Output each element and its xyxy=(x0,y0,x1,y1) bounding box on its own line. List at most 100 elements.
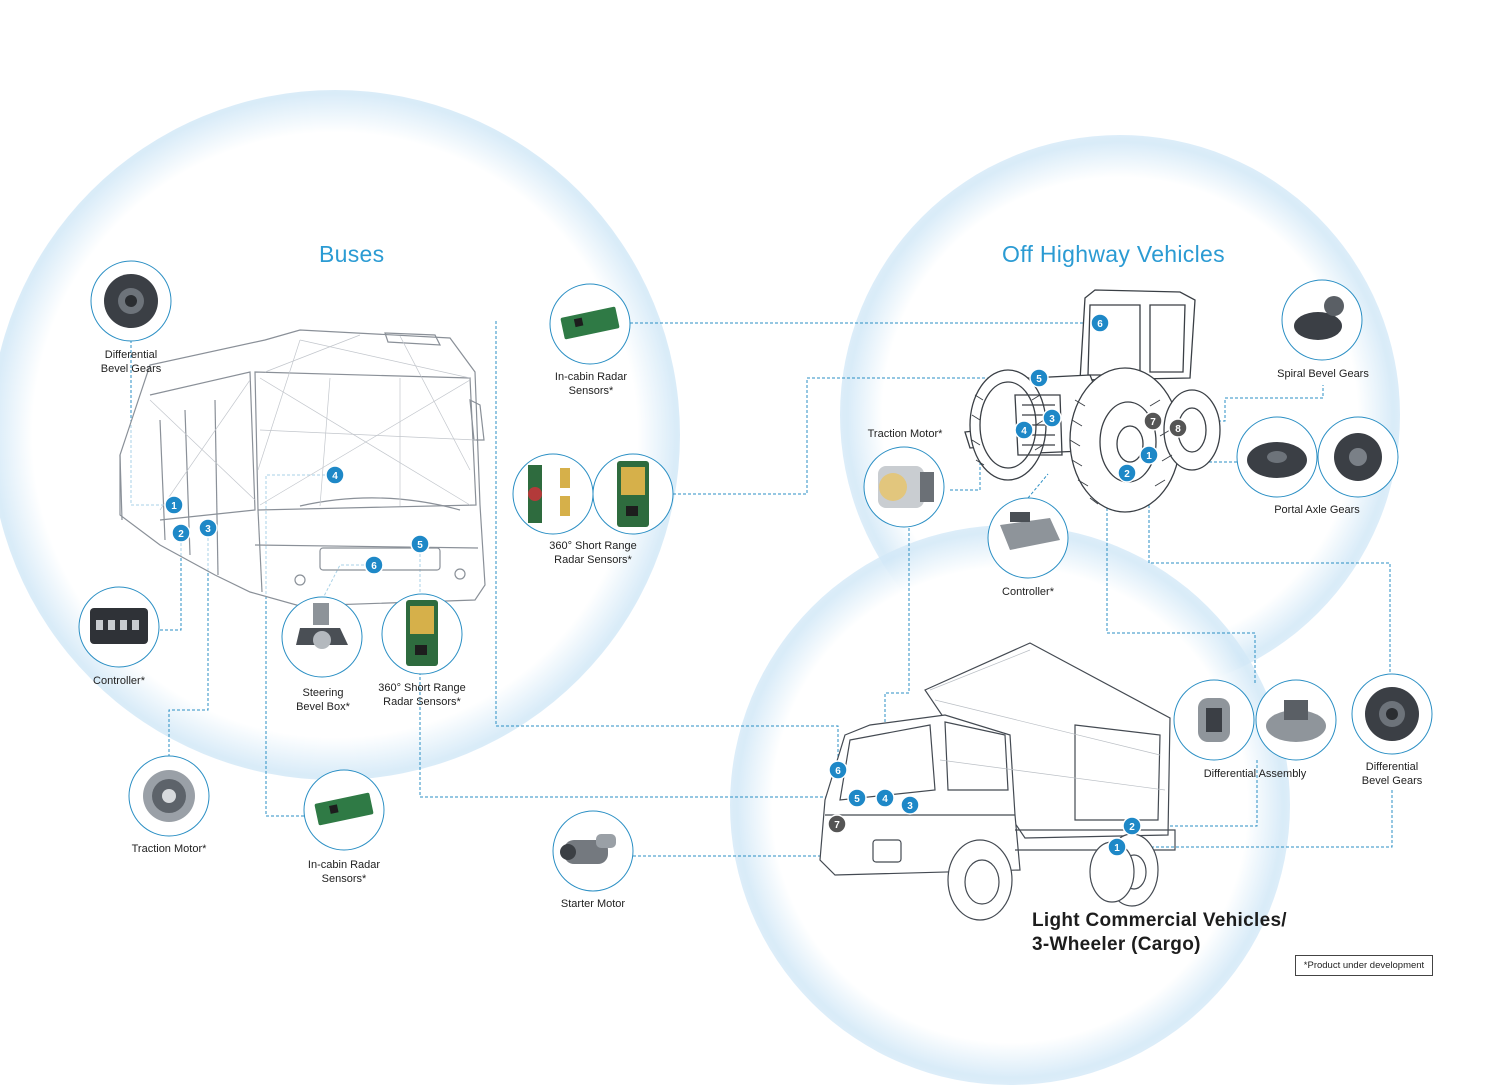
label-bus-in-cabin-radar: In-cabin Radar Sensors* xyxy=(308,858,380,886)
label-line: Traction Motor* xyxy=(867,428,943,440)
off-highway-title: Off Highway Vehicles xyxy=(1002,241,1225,267)
label-steering-bevel-box: Steering Bevel Box* xyxy=(296,686,350,714)
label-line: 360° Short Range xyxy=(378,682,466,694)
label-differential-assembly: Differential Assembly xyxy=(1204,767,1307,781)
marker-lcv-5: 5 xyxy=(847,788,867,808)
svg-text:5: 5 xyxy=(417,540,423,551)
label-center-in-cabin-radar: In-cabin Radar Sensors* xyxy=(555,370,627,398)
svg-text:5: 5 xyxy=(854,794,860,805)
bevel-gear-icon xyxy=(104,274,158,328)
marker-ohv-2: 2 xyxy=(1117,463,1137,483)
svg-text:6: 6 xyxy=(371,561,377,572)
truck-illustration xyxy=(819,642,1176,921)
traction-motor-icon xyxy=(878,466,934,508)
marker-lcv-3: 3 xyxy=(900,795,920,815)
starter-motor-icon xyxy=(560,834,616,864)
svg-text:1: 1 xyxy=(1146,451,1152,462)
marker-bus-6: 6 xyxy=(364,555,384,575)
label-line: Portal Axle Gears xyxy=(1274,504,1360,516)
controller-icon xyxy=(1000,512,1060,550)
svg-text:2: 2 xyxy=(1129,822,1135,833)
label-line: Starter Motor xyxy=(560,898,626,910)
marker-lcv-6: 6 xyxy=(828,760,848,780)
bevel-gear-icon xyxy=(1334,433,1382,481)
svg-text:4: 4 xyxy=(882,794,888,805)
label-line: Controller* xyxy=(93,675,145,687)
bus-wireframe xyxy=(149,334,477,511)
svg-text:8: 8 xyxy=(1175,424,1181,435)
radar-module-icon xyxy=(617,461,649,527)
marker-bus-2: 2 xyxy=(171,523,191,543)
svg-text:6: 6 xyxy=(835,766,841,777)
label-line: Sensors* xyxy=(321,873,367,885)
label-bus-differential-bevel-gears: Differential Bevel Gears xyxy=(101,348,162,376)
differential-icon xyxy=(1266,700,1326,742)
label-line: Radar Sensors* xyxy=(554,554,632,566)
svg-text:4: 4 xyxy=(332,471,338,482)
svg-text:4: 4 xyxy=(1021,426,1027,437)
label-bus-360-radar: 360° Short Range Radar Sensors* xyxy=(378,681,466,709)
label-portal-axle-gears: Portal Axle Gears xyxy=(1274,503,1360,517)
bevel-gear-icon xyxy=(1247,442,1307,478)
tractor-tread xyxy=(971,394,1173,505)
marker-ohv-6: 6 xyxy=(1090,313,1110,333)
label-line: Radar Sensors* xyxy=(383,696,461,708)
label-line: Bevel Gears xyxy=(1361,775,1423,787)
buses-title: Buses xyxy=(319,241,385,267)
svg-text:3: 3 xyxy=(205,524,211,535)
controller-icon xyxy=(90,608,148,644)
svg-text:7: 7 xyxy=(1150,417,1156,428)
svg-text:3: 3 xyxy=(1049,414,1055,425)
steering-box-icon xyxy=(296,603,348,649)
marker-lcv-1: 1 xyxy=(1107,837,1127,857)
lcv-title-line2: 3-Wheeler (Cargo) xyxy=(1032,934,1201,955)
svg-text:3: 3 xyxy=(907,801,913,812)
label-line: In-cabin Radar xyxy=(307,859,381,871)
svg-text:2: 2 xyxy=(178,529,184,540)
marker-ohv-4: 4 xyxy=(1014,420,1034,440)
label-ohv-controller: Controller* xyxy=(1002,585,1054,599)
marker-ohv-3: 3 xyxy=(1042,408,1062,428)
label-line: Differential xyxy=(104,349,158,361)
lcv-title: Light Commercial Vehicles/ 3-Wheeler (Ca… xyxy=(1032,909,1287,957)
radar-module-icon xyxy=(406,600,438,666)
marker-ohv-7: 7 xyxy=(1143,411,1163,431)
svg-text:1: 1 xyxy=(171,501,177,512)
bus-illustration xyxy=(119,329,486,607)
component-icons xyxy=(78,260,1433,892)
svg-text:2: 2 xyxy=(1124,469,1130,480)
label-lcv-differential-bevel-gears: Differential Bevel Gears xyxy=(1362,760,1423,788)
label-line: Steering xyxy=(302,687,344,699)
marker-lcv-7: 7 xyxy=(827,814,847,834)
marker-ohv-8: 8 xyxy=(1168,418,1188,438)
svg-text:6: 6 xyxy=(1097,319,1103,330)
radar-board-icon xyxy=(560,306,620,340)
radar-array-icon xyxy=(528,465,570,523)
marker-ohv-5: 5 xyxy=(1029,368,1049,388)
truck-sketch xyxy=(929,649,1166,791)
marker-bus-1: 1 xyxy=(164,495,184,515)
label-spiral-bevel-gears: Spiral Bevel Gears xyxy=(1277,367,1369,381)
label-line: Differential Assembly xyxy=(1203,768,1307,780)
label-bus-traction-motor: Traction Motor* xyxy=(132,842,207,856)
radar-board-icon xyxy=(314,792,374,826)
label-line: Spiral Bevel Gears xyxy=(1277,368,1369,380)
differential-icon xyxy=(1198,698,1230,742)
label-line: Sensors* xyxy=(568,385,614,397)
footnote-box: *Product under development xyxy=(1295,955,1433,976)
label-line: 360° Short Range xyxy=(549,540,637,552)
marker-bus-4: 4 xyxy=(325,465,345,485)
lcv-title-line1: Light Commercial Vehicles/ xyxy=(1032,910,1287,931)
svg-text:7: 7 xyxy=(834,820,840,831)
label-bus-controller: Controller* xyxy=(93,674,145,688)
svg-text:5: 5 xyxy=(1036,374,1042,385)
label-line: Traction Motor* xyxy=(131,843,207,855)
label-line: Bevel Gears xyxy=(100,363,162,375)
label-starter-motor: Starter Motor xyxy=(561,897,625,911)
markers: 1 2 3 4 5 6 1 2 3 4 5 6 7 8 1 2 3 4 5 6 … xyxy=(164,313,1188,857)
spiral-gear-icon xyxy=(1294,296,1344,340)
marker-lcv-4: 4 xyxy=(875,788,895,808)
product-application-diagram: 1 2 3 4 5 6 1 2 3 4 5 6 7 8 1 2 3 4 5 6 … xyxy=(0,90,1433,1085)
label-ohv-traction-motor: Traction Motor* xyxy=(868,427,943,441)
label-line: Differential xyxy=(1365,761,1419,773)
